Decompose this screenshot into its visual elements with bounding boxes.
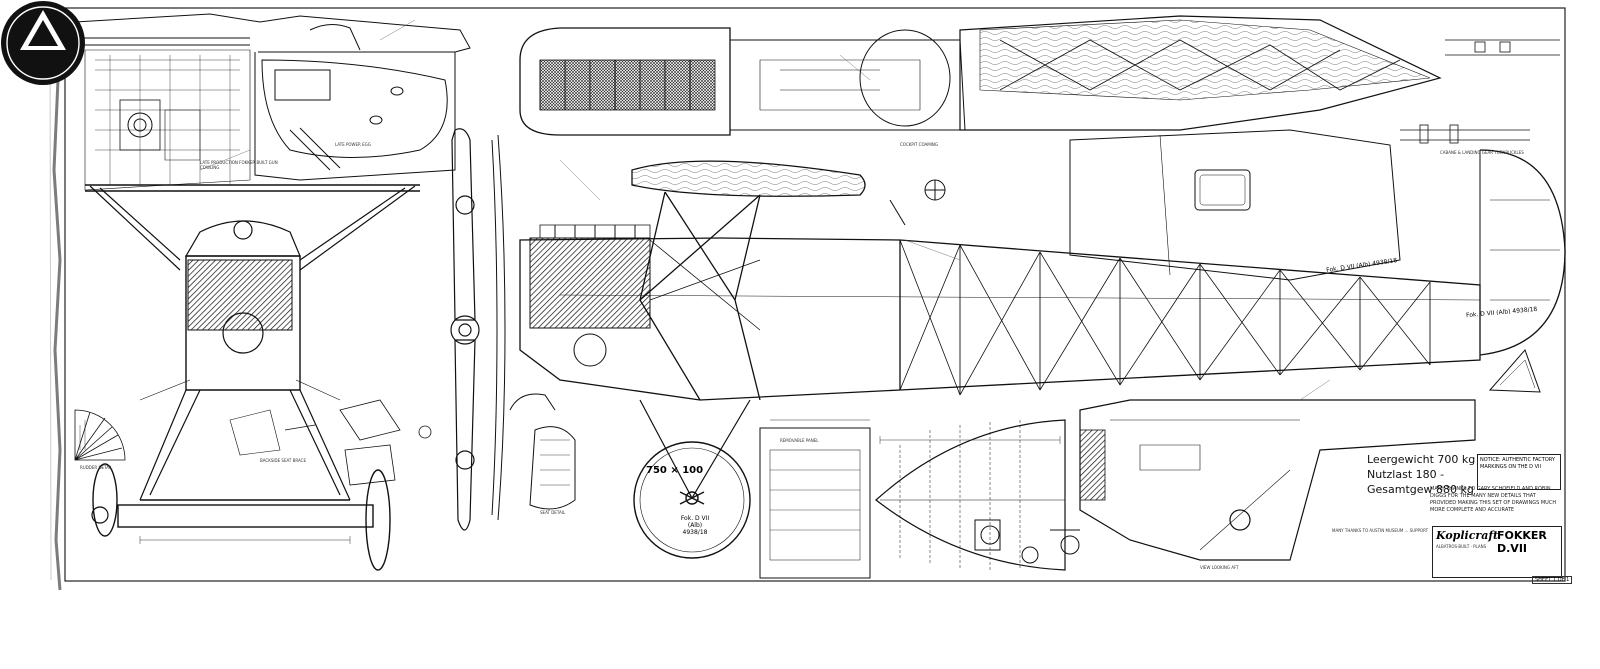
axial-city: BERLIN: [395, 302, 421, 309]
annotation-turnbuckles: CABANE & LANDING GEAR TURNBUCKLES: [1440, 150, 1524, 155]
weight-empty: Leergewicht 700 kg: [1367, 453, 1476, 466]
wheel-size-label: 750 × 100: [646, 465, 704, 476]
bracket-details: [229, 399, 432, 486]
removable-panel: [759, 427, 871, 579]
annotation-seat-brace: BACKSIDE SEAT BRACE: [260, 458, 306, 463]
landing-wheel: [633, 399, 751, 559]
propeller-front: [450, 128, 480, 531]
rudder-outline: [1479, 149, 1566, 360]
sheet-number: SHEET 1 OF 1: [1532, 576, 1573, 584]
axial-berlin-logo: [1, 1, 85, 85]
instrument-detail: [889, 179, 946, 226]
fuselage-top-view: [959, 15, 1442, 131]
turnbuckle-details: [1400, 39, 1560, 144]
wing-planform: [875, 419, 1066, 571]
tailskid-detail: [1488, 349, 1541, 393]
title-model: FOKKER D.VII: [1497, 529, 1547, 555]
title-subtitle: ALBATROS-BUILT · PLANS: [1436, 544, 1487, 549]
weight-table: Leergewicht 700 kg Nutzlast 180 - Gesamt…: [1367, 452, 1476, 497]
drawing-border: [64, 7, 1566, 582]
cabane-struts: [631, 160, 866, 401]
plywood-deck: [979, 19, 1431, 101]
annotation-removable-panel: REMOVABLE PANEL: [780, 438, 819, 443]
weight-gross: Gesamtgew 880 kg: [1367, 483, 1474, 496]
horizontal-stab-plan: [1069, 129, 1401, 281]
title-brand: Koplicraft: [1436, 529, 1499, 542]
annotation-rudder-detail: RUDDER DETAIL: [80, 465, 113, 470]
annotation-seat-detail: SEAT DETAIL: [540, 510, 566, 515]
credit-note: MANY THANKS TO AUSTIN MUSEUM ... SUPPORT: [1332, 528, 1429, 533]
radiator-front: [187, 259, 293, 331]
axial-wordmark: XIAL: [390, 288, 426, 303]
cowling-side-view: [74, 13, 471, 191]
rudder-arc-detail: [74, 409, 126, 461]
front-view: [85, 184, 420, 571]
dimension-lines: [139, 419, 1061, 544]
annotation-cockpit-coaming: COCKPIT COAMING: [900, 142, 938, 147]
annotation-gun-cowling: LATE PRODUCTION FOKKER BUILT GUN COWLING: [200, 160, 278, 170]
engine-block: [529, 237, 651, 329]
fitting-parts: [974, 519, 1080, 564]
title-block: Koplicraft FOKKER D.VII ALBATROS-BUILT ·…: [1432, 526, 1562, 578]
thanks-note: MANY THANKS TO GARY SCHOFIELD AND ROBIN …: [1430, 486, 1557, 513]
engine-side-view: [529, 224, 761, 367]
tail-bay-detail: [1079, 399, 1476, 561]
scan-edge: [50, 4, 62, 591]
weight-payload: Nutzlast 180 -: [1367, 468, 1445, 481]
fuselage-side-frame: [519, 237, 1481, 401]
radiator-side: [1079, 429, 1106, 501]
leader-lines: [199, 19, 1331, 401]
notice-box: NOTICE: AUTHENTIC FACTORY MARKINGS ON TH…: [1477, 454, 1561, 490]
engine-top-view: [519, 27, 966, 136]
seat-detail: [509, 393, 576, 510]
serial-marking-wheel: Fok. D VII (Alb) 4938/18: [680, 515, 710, 536]
annotation-late-power-egg: LATE POWER EGG: [335, 142, 371, 147]
annotation-view-aft: VIEW LOOKING AFT: [1200, 565, 1239, 570]
propeller-side: [491, 134, 506, 521]
